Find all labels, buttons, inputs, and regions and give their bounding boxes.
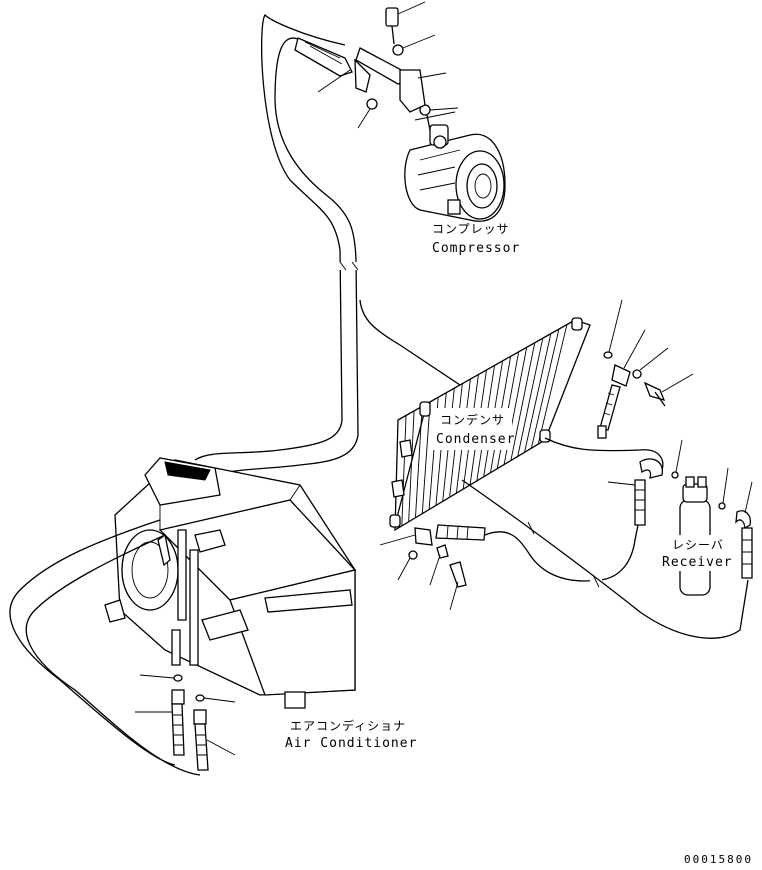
condenser-fin [408, 410, 415, 522]
receiver-label-en: Receiver [662, 555, 733, 570]
hose-compressor-to-condenser [359, 299, 476, 396]
hose-receiver-to-aircon [461, 479, 749, 639]
air-conditioner-fittings [135, 674, 236, 771]
hose-loop-aircon [9, 519, 201, 776]
condenser-fin [401, 415, 407, 526]
air-conditioner-unit [104, 457, 357, 709]
air-conditioner-label-jp: エアコンディショナ [290, 718, 406, 733]
condenser-outlet-fittings [544, 299, 694, 471]
drawing-number: 00015800 [684, 853, 753, 865]
receiver-label-jp: レシーバ [672, 538, 724, 552]
condenser-fin [421, 401, 431, 514]
compressor-label-jp: コンプレッサ [432, 222, 510, 236]
receiver [607, 439, 753, 596]
hose-compressor-to-aircon [194, 13, 362, 479]
condenser-fin [517, 338, 544, 457]
condenser-fin [537, 324, 568, 445]
condenser-fin [524, 333, 552, 453]
hose-condenser-to-receiver [484, 521, 639, 588]
condenser-fin [530, 328, 560, 449]
air-conditioner-label-en: Air Conditioner [285, 736, 417, 751]
condenser-inlet-fittings [379, 524, 486, 611]
condenser-fin [510, 342, 536, 461]
compressor-label-en: Compressor [432, 241, 520, 256]
condenser [389, 317, 591, 532]
compressor-fittings [294, 1, 447, 129]
condenser-label-jp: コンデンサ [440, 412, 505, 427]
condenser-label-en: Condenser [436, 432, 515, 447]
compressor [404, 104, 506, 222]
condenser-fins [401, 324, 568, 526]
